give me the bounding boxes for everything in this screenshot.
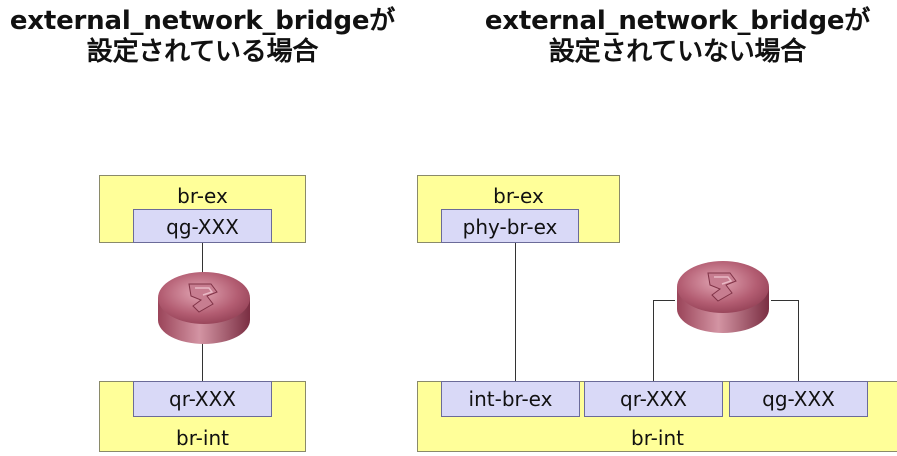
left-title-line2: 設定されている場合 [86,37,319,67]
right-router-icon [677,261,769,333]
right-title-line2: 設定されていない場合 [548,37,807,67]
left-qg-port: qg-XXX [133,209,272,243]
left-br-ex-label: br-ex [177,184,228,208]
right-br-ex-label: br-ex [493,184,544,208]
right-qr-port: qr-XXX [584,381,723,417]
left-connector-bottom [202,340,203,382]
right-qg-port: qg-XXX [729,381,868,417]
left-connector-top [202,243,203,273]
left-title-line1: external_network_bridgeが [9,6,396,36]
left-qr-port: qr-XXX [133,381,272,417]
right-connector-qr-horizontal [653,300,675,301]
right-connector-qg-horizontal [771,300,799,301]
right-title: external_network_bridgeが 設定されていない場合 [458,6,897,68]
left-router-icon [158,272,250,344]
right-br-int-label: br-int [631,426,684,450]
left-br-int-label: br-int [176,426,229,450]
right-connector-qg-vertical [798,300,799,382]
right-connector-phy [515,243,516,382]
left-title: external_network_bridgeが 設定されている場合 [0,6,405,68]
right-connector-qr-vertical [653,300,654,382]
right-int-br-ex-port: int-br-ex [441,381,580,417]
right-phy-br-ex-port: phy-br-ex [441,209,579,243]
right-title-line1: external_network_bridgeが [484,6,871,36]
